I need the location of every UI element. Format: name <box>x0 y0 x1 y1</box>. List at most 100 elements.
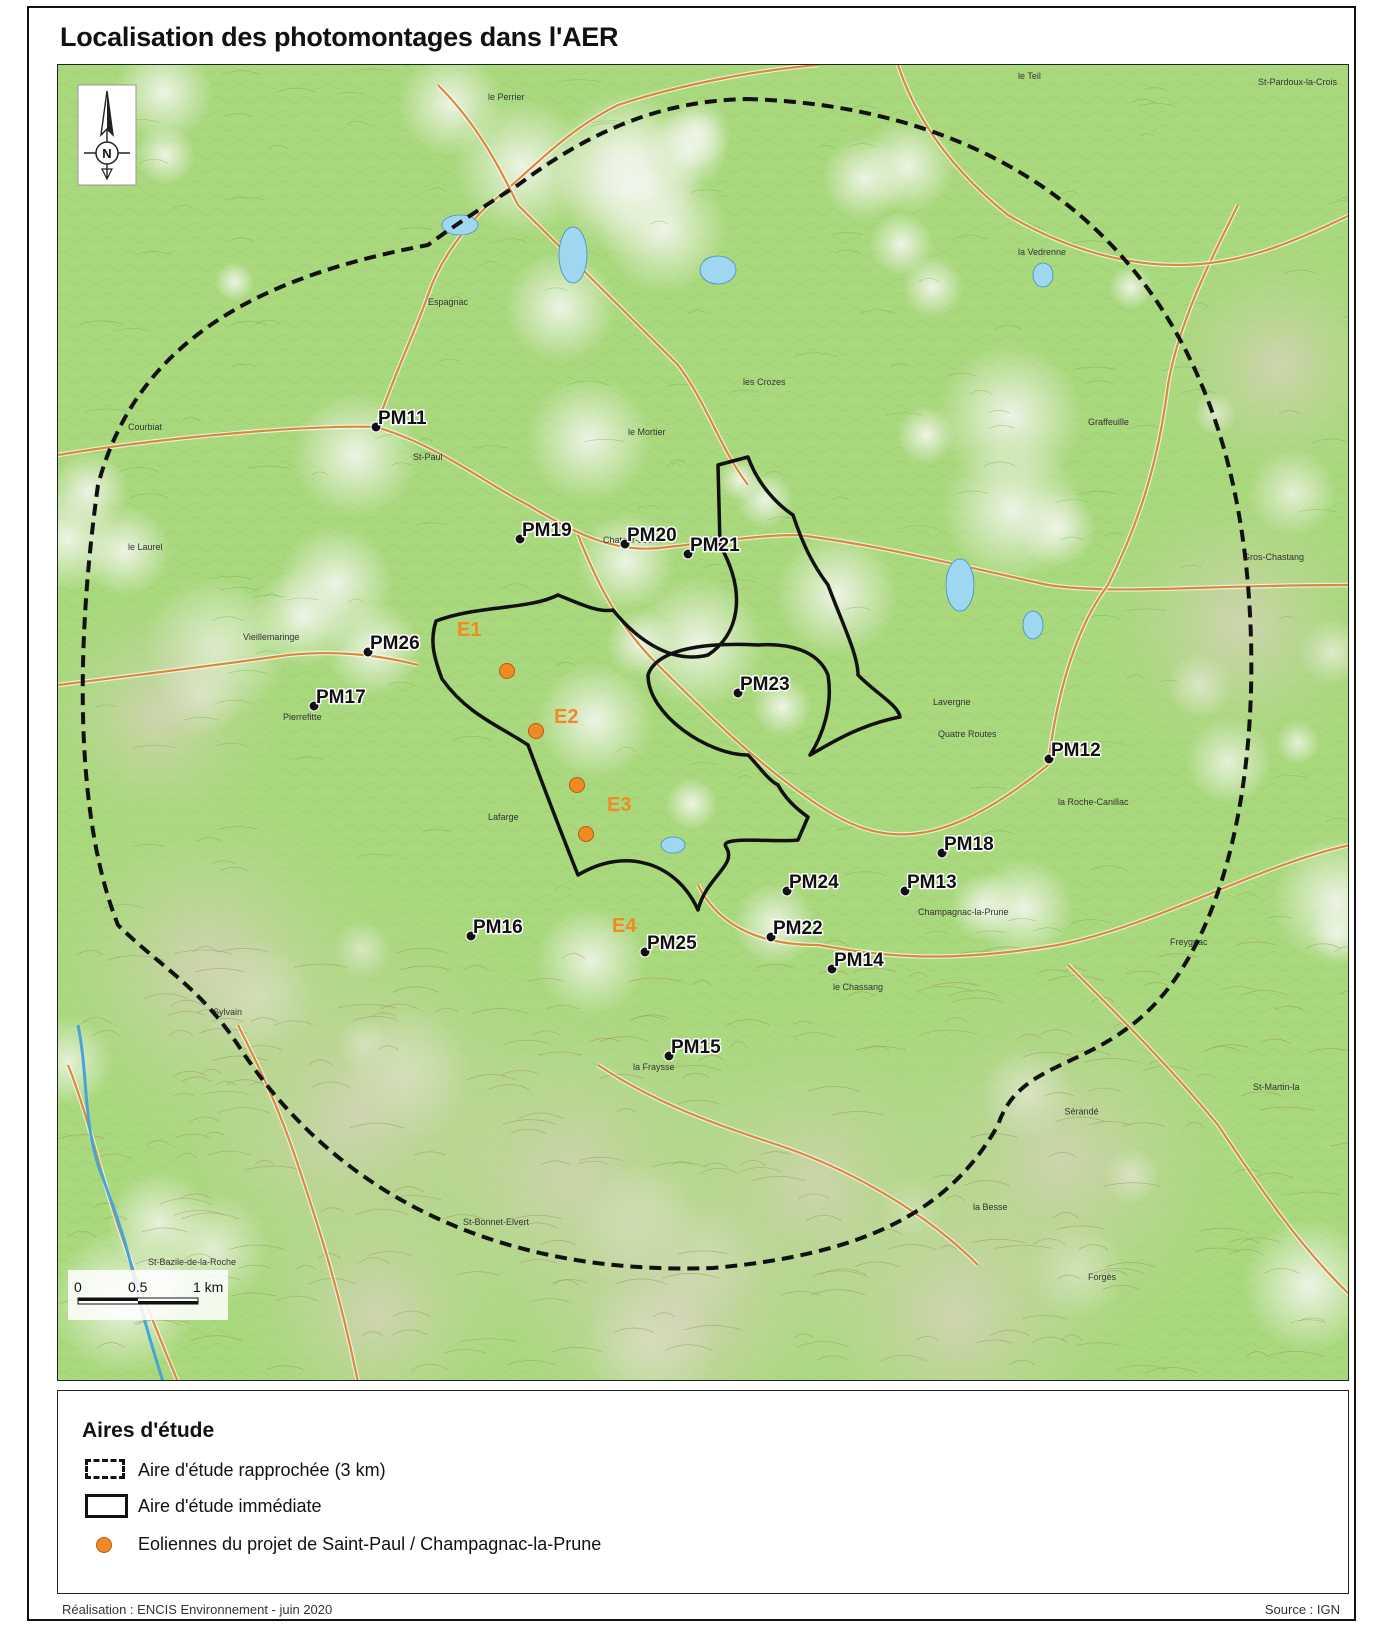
place-label: Lavergne <box>933 697 971 707</box>
photomontage-label: PM16 <box>473 917 523 938</box>
scale-label-1km: 1 km <box>193 1279 223 1295</box>
aer-dashed-boundary <box>80 96 1254 1271</box>
dashed-box-icon <box>82 1457 138 1483</box>
photomontage-label-halo: PM21 <box>690 535 740 556</box>
photomontage-label: PM18 <box>944 834 994 855</box>
photomontage-point[interactable] <box>1043 753 1055 765</box>
legend-item-turbines: Eoliennes du projet de Saint-Paul / Cham… <box>82 1531 601 1557</box>
turbine-marker[interactable] <box>499 663 515 679</box>
photomontage-label-halo: PM22 <box>773 918 823 939</box>
photomontage-point[interactable] <box>465 930 477 942</box>
legend-label-aer: Aire d'étude rapprochée (3 km) <box>138 1459 386 1480</box>
legend-label-aei: Aire d'étude immédiate <box>138 1495 322 1516</box>
map-title: Localisation des photomontages dans l'AE… <box>60 22 619 52</box>
photomontage-label: PM22 <box>773 918 823 939</box>
legend-title: Aires d'étude <box>82 1419 215 1442</box>
photomontage-point[interactable] <box>765 931 777 943</box>
photomontage-point[interactable] <box>370 421 382 433</box>
photomontage-label-halo: PM13 <box>907 872 957 893</box>
photomontage-label: PM23 <box>740 674 790 695</box>
photomontage-point[interactable] <box>619 538 631 550</box>
place-label: Quatre Routes <box>938 729 997 739</box>
photomontage-label: PM21 <box>690 535 740 556</box>
photomontage-point[interactable] <box>826 963 838 975</box>
place-label: Lafarge <box>488 812 519 822</box>
place-label: Sérandé <box>1065 1107 1099 1117</box>
legend-panel: Aires d'étude Aire d'étude rapprochée (3… <box>57 1390 1349 1594</box>
photomontage-label: PM25 <box>647 933 697 954</box>
place-label: Sylvain <box>213 1007 242 1017</box>
place-label: le Perrier <box>488 92 525 102</box>
place-label: le Teil <box>1018 71 1041 81</box>
place-label: Forgès <box>1088 1272 1117 1282</box>
north-arrow: N <box>77 84 137 186</box>
photomontage-label: PM14 <box>834 950 884 971</box>
scale-label-0: 0 <box>74 1279 82 1295</box>
photomontage-label-halo: PM12 <box>1051 740 1101 761</box>
turbine-marker[interactable] <box>528 723 544 739</box>
place-label: la Besse <box>973 1202 1008 1212</box>
photomontage-label-halo: PM23 <box>740 674 790 695</box>
legend-item-aei: Aire d'étude immédiate <box>82 1493 322 1519</box>
place-label: Espagnac <box>428 297 469 307</box>
photomontage-label-halo: PM20 <box>627 525 677 546</box>
photomontage-label: PM24 <box>789 872 839 893</box>
photomontage-point[interactable] <box>362 646 374 658</box>
photomontage-point[interactable] <box>663 1050 675 1062</box>
photomontage-label: PM12 <box>1051 740 1101 761</box>
turbine-marker[interactable] <box>578 826 594 842</box>
photomontage-point[interactable] <box>682 548 694 560</box>
photomontage-label-halo: PM11 <box>378 408 427 429</box>
photomontage-label: PM26 <box>370 633 420 654</box>
photomontage-point[interactable] <box>308 700 320 712</box>
place-label: Champagnac-la-Prune <box>918 907 1009 917</box>
photomontage-point[interactable] <box>639 946 651 958</box>
photomontage-point[interactable] <box>899 885 911 897</box>
photomontage-point[interactable] <box>732 687 744 699</box>
photomontage-point[interactable] <box>781 885 793 897</box>
place-label: Courbiat <box>128 422 163 432</box>
photomontage-label: PM13 <box>907 872 957 893</box>
place-label: St-Martin-la <box>1253 1082 1300 1092</box>
turbine-marker[interactable] <box>569 777 585 793</box>
north-label: N <box>102 146 111 161</box>
photomontage-point[interactable] <box>514 533 526 545</box>
scale-label-half: 0.5 <box>128 1279 148 1295</box>
turbine-label: E3 <box>607 794 631 816</box>
photomontage-label: PM20 <box>627 525 677 546</box>
photomontage-point[interactable] <box>936 847 948 859</box>
photomontage-label-halo: PM14 <box>834 950 884 971</box>
photomontage-label-halo: PM19 <box>522 520 572 541</box>
turbine-label: E1 <box>457 619 481 641</box>
place-label: Freygnac <box>1170 937 1208 947</box>
photomontage-label-halo: PM26 <box>370 633 420 654</box>
photomontage-label-halo: PM18 <box>944 834 994 855</box>
source-text: Source : IGN <box>1264 1602 1340 1617</box>
place-label: Pierrefitte <box>283 712 322 722</box>
place-label: les Crozes <box>743 377 786 387</box>
legend-label-turbines: Eoliennes du projet de Saint-Paul / Cham… <box>138 1533 602 1554</box>
aei-solid-boundary <box>431 455 902 912</box>
photomontage-label: PM19 <box>522 520 572 541</box>
turbine-label: E4 <box>612 915 637 937</box>
place-label: le Laurel <box>128 542 163 552</box>
photomontage-label: PM15 <box>671 1037 721 1058</box>
place-label: le Mortier <box>628 427 666 437</box>
place-label: le Chassang <box>833 982 883 992</box>
place-label: St-Bonnet-Elvert <box>463 1217 530 1227</box>
place-label: St-Pardoux-la-Crois <box>1258 77 1338 87</box>
turbine-label: E2 <box>554 706 578 728</box>
place-label: la Vedrenne <box>1018 247 1066 257</box>
credit-text: Réalisation : ENCIS Environnement - juin… <box>62 1602 333 1617</box>
photomontage-label: PM17 <box>316 687 366 708</box>
roads-layer <box>58 65 1348 1380</box>
place-label: Chatour-Jeune <box>603 535 663 545</box>
page-frame <box>27 6 1356 1621</box>
photomontage-label-halo: PM25 <box>647 933 697 954</box>
photomontage-label-halo: PM17 <box>316 687 366 708</box>
place-label: Graffeuille <box>1088 417 1129 427</box>
